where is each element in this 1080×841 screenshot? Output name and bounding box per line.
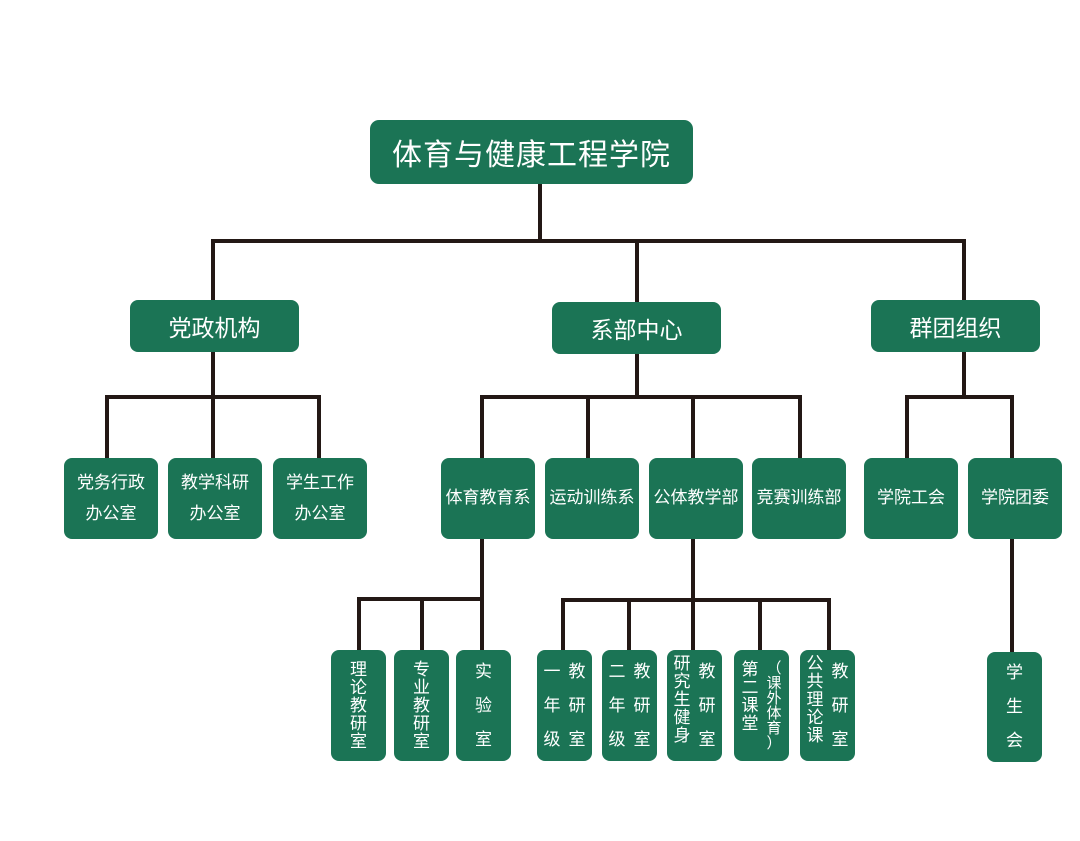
node-pe-department: 体育教育系 xyxy=(441,458,535,539)
node-public-theory-lab: 公共理论课 教研室 xyxy=(800,650,855,761)
node-trade-union: 学院工会 xyxy=(864,458,958,539)
node-graduate-fitness-lab-col1: 研究生健身 xyxy=(673,653,691,746)
root-node: 体育与健康工程学院 xyxy=(370,120,693,184)
node-student-office-line1: 学生工作 xyxy=(286,472,354,493)
node-grade1-lab-col1: 一年级 xyxy=(543,661,561,750)
node-party-office-line2: 办公室 xyxy=(85,503,137,524)
node-professional-lab-text: 专业教研室 xyxy=(413,659,430,752)
node-training-department: 运动训练系 xyxy=(545,458,639,539)
node-grade2-lab-col2: 教研室 xyxy=(633,661,651,750)
node-graduate-fitness-lab: 研究生健身 教研室 xyxy=(667,650,722,761)
node-grade2-lab: 二年级 教研室 xyxy=(602,650,657,761)
node-party-office-line1: 党务行政 xyxy=(77,472,145,493)
node-teaching-office: 教学科研 办公室 xyxy=(168,458,262,539)
node-student-union-text: 学生会 xyxy=(1006,663,1023,751)
group-node-mass-orgs: 群团组织 xyxy=(871,300,1040,352)
node-theory-lab-text: 理论教研室 xyxy=(350,659,367,752)
node-teaching-office-line2: 办公室 xyxy=(189,503,241,524)
node-professional-lab: 专业教研室 xyxy=(394,650,449,761)
group-node-departments: 系部中心 xyxy=(552,302,721,354)
node-public-pe-department: 公体教学部 xyxy=(649,458,743,539)
node-youth-league: 学院团委 xyxy=(968,458,1062,539)
node-laboratory: 实验室 xyxy=(456,650,511,761)
node-student-office-line2: 办公室 xyxy=(294,503,346,524)
node-public-theory-lab-col2: 教研室 xyxy=(831,661,849,750)
node-second-classroom-col2: （课外体育） xyxy=(766,658,782,752)
node-grade1-lab: 一年级 教研室 xyxy=(537,650,592,761)
node-party-office: 党务行政 办公室 xyxy=(64,458,158,539)
node-graduate-fitness-lab-col2: 教研室 xyxy=(698,661,716,750)
node-public-theory-lab-col1: 公共理论课 xyxy=(806,653,824,746)
node-second-classroom-col1: 第二课堂 xyxy=(741,659,759,734)
group-node-party-admin: 党政机构 xyxy=(130,300,299,352)
node-student-union: 学生会 xyxy=(987,652,1042,762)
node-theory-lab: 理论教研室 xyxy=(331,650,386,761)
node-grade1-lab-col2: 教研室 xyxy=(568,661,586,750)
node-competition-department: 竞赛训练部 xyxy=(752,458,846,539)
node-second-classroom: 第二课堂 （课外体育） xyxy=(734,650,789,761)
node-grade2-lab-col1: 二年级 xyxy=(608,661,626,750)
node-student-office: 学生工作 办公室 xyxy=(273,458,367,539)
node-laboratory-text: 实验室 xyxy=(475,661,492,750)
node-teaching-office-line1: 教学科研 xyxy=(181,472,249,493)
